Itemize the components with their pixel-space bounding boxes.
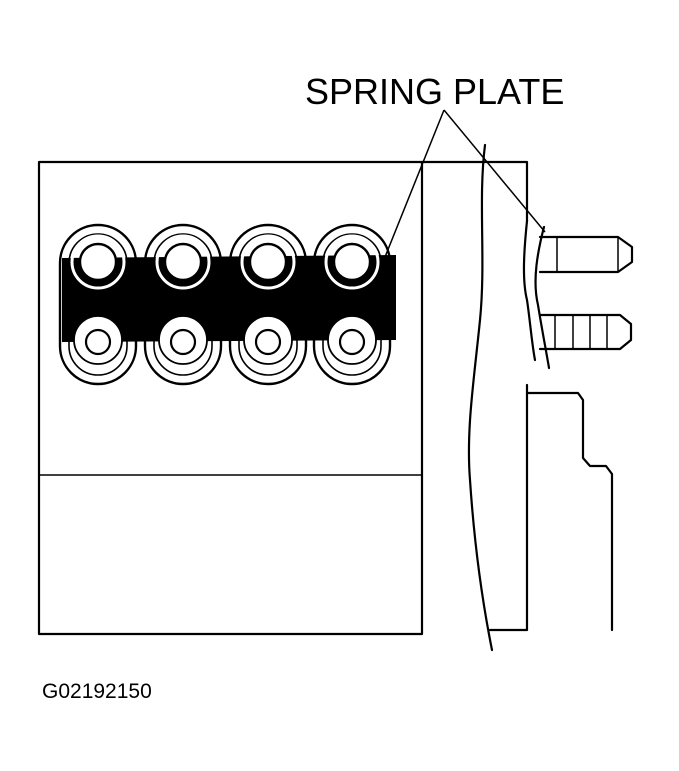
- lug-upper-hole: [248, 242, 288, 282]
- lug-lower-hole: [169, 328, 197, 356]
- spring-plate-assembly: [58, 223, 396, 386]
- lug-inner-outline: [153, 233, 213, 376]
- terminal-lug-2: [143, 223, 223, 386]
- lug-outline: [312, 223, 392, 386]
- lug-upper-hole: [163, 242, 203, 282]
- callout-leaders: [382, 109, 546, 263]
- terminal-lug-1: [58, 223, 138, 386]
- lug-upper-hole: [78, 242, 118, 282]
- housing-block: [37, 160, 424, 636]
- right-frame: [525, 391, 614, 632]
- lug-inner-outline: [238, 233, 298, 376]
- lug-lower-hole: [84, 328, 112, 356]
- figure-id: G02192150: [42, 680, 152, 703]
- lug-lower-hole: [254, 328, 282, 356]
- lower-terminal-pin: [538, 313, 633, 351]
- terminal-pins: [522, 219, 634, 370]
- lug-inner-outline: [322, 233, 382, 376]
- lug-upper-hole: [332, 242, 372, 282]
- spring-plate-label: SPRING PLATE: [305, 71, 564, 112]
- lug-inner-outline: [68, 233, 128, 376]
- lug-lower-hole: [338, 328, 366, 356]
- gasket-section: [420, 143, 529, 652]
- spring-plate-edge: [534, 225, 551, 370]
- upper-terminal-pin: [538, 235, 634, 274]
- lug-outline: [143, 223, 223, 386]
- terminal-lug-3: [228, 223, 308, 386]
- terminal-lug-4: [312, 223, 392, 386]
- lug-outline: [228, 223, 308, 386]
- lug-outline: [58, 223, 138, 386]
